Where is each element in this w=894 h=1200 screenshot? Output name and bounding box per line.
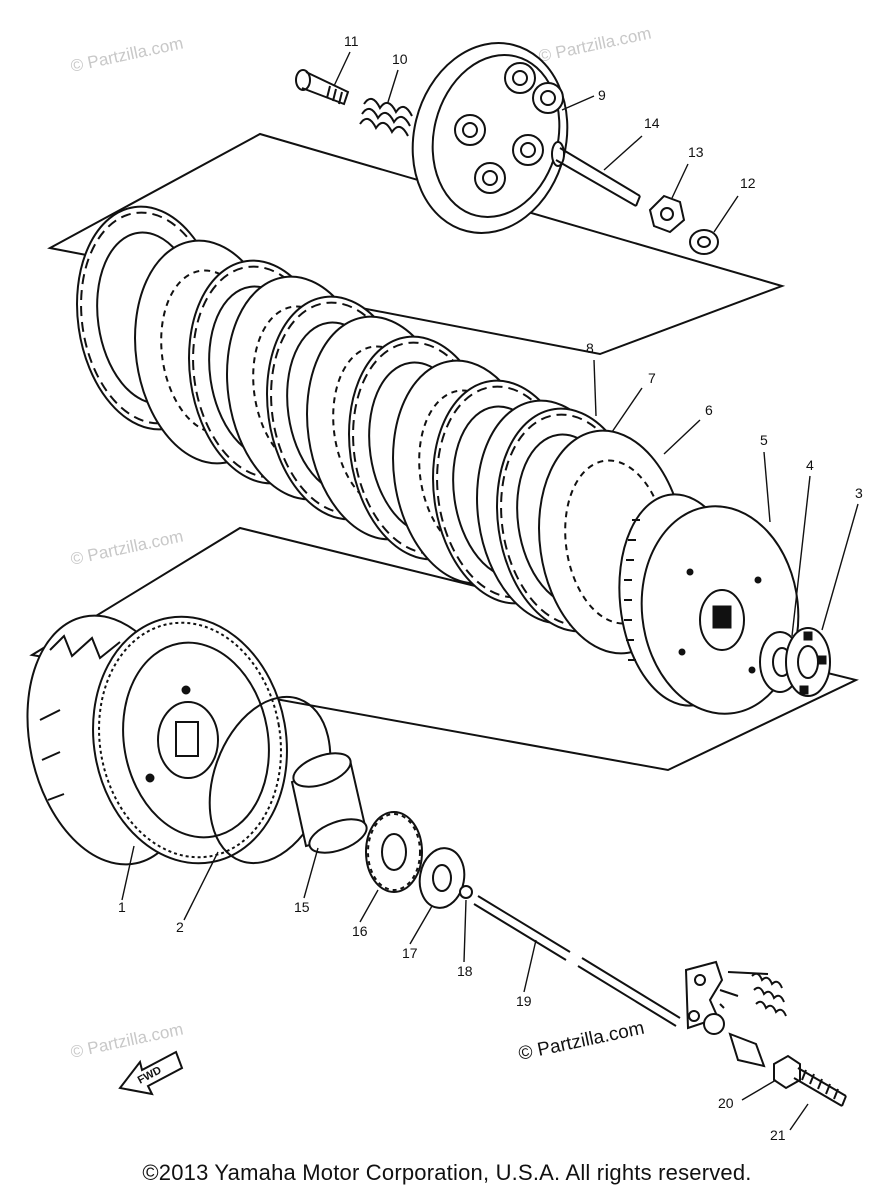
- leader-line-18: [463, 899, 467, 963]
- clutch-plate-stack: [76, 205, 686, 655]
- leader-line-14: [603, 135, 643, 171]
- callout-11: 11: [344, 33, 359, 49]
- callout-9: 9: [598, 87, 606, 103]
- assembly-outlines: [29, 132, 859, 772]
- upper-plate-outline: [47, 132, 786, 356]
- part-3-spacer: [785, 627, 831, 697]
- leader-line-4: [791, 475, 811, 637]
- part-10-spring: [359, 97, 413, 137]
- part-9-pressure-plate: [411, 42, 569, 234]
- part-14-push-rod: [551, 141, 641, 207]
- callout-2: 2: [176, 919, 184, 935]
- callout-17: 17: [402, 945, 418, 961]
- leader-line-8: [593, 359, 597, 417]
- fwd-arrow-icon: FWD: [118, 1050, 184, 1096]
- part-13-nut: [648, 194, 686, 234]
- leader-line-20: [741, 1079, 777, 1101]
- callout-20: 20: [718, 1095, 734, 1111]
- callout-7: 7: [648, 370, 656, 386]
- part-20-nut: [773, 1054, 801, 1090]
- callout-13: 13: [688, 144, 704, 160]
- leader-line-10: [387, 69, 399, 103]
- leader-line-19: [523, 939, 537, 993]
- callout-4: 4: [806, 457, 814, 473]
- callout-1: 1: [118, 899, 126, 915]
- leader-line-9: [561, 95, 595, 111]
- part-15-sleeve: [290, 752, 368, 854]
- callout-6: 6: [705, 402, 713, 418]
- leader-line-17: [409, 905, 433, 945]
- part-5-clutch-boss: [618, 493, 800, 715]
- watermark-bold: © Partzilla.com: [517, 1018, 647, 1065]
- part-19-push-rod: [473, 895, 681, 1027]
- part-18-ball: [459, 885, 473, 899]
- lower-hub-outline: [29, 526, 859, 772]
- leader-line-16: [359, 889, 379, 923]
- leader-line-7: [611, 387, 643, 433]
- leader-line-11: [333, 51, 351, 87]
- callout-8: 8: [586, 340, 594, 356]
- callout-3: 3: [855, 485, 863, 501]
- watermark-3: © Partzilla.com: [69, 527, 185, 569]
- callout-14: 14: [644, 115, 660, 131]
- callout-10: 10: [392, 51, 408, 67]
- leader-line-5: [763, 451, 771, 523]
- callout-18: 18: [457, 963, 473, 979]
- callout-19: 19: [516, 993, 532, 1009]
- leader-line-15: [303, 847, 319, 899]
- copyright-footer: ©2013 Yamaha Motor Corporation, U.S.A. A…: [142, 1160, 752, 1185]
- leader-line-21: [789, 1103, 809, 1131]
- watermark-1: © Partzilla.com: [69, 34, 185, 76]
- clutch-release-assembly: [684, 960, 787, 1068]
- leader-lines: [121, 51, 859, 1131]
- part-12-washer: [689, 229, 719, 255]
- leader-line-1: [121, 845, 135, 901]
- callout-16: 16: [352, 923, 368, 939]
- callout-5: 5: [760, 432, 768, 448]
- leader-line-3: [821, 503, 859, 631]
- callout-12: 12: [740, 175, 756, 191]
- leader-line-2: [183, 851, 219, 921]
- leader-line-13: [671, 163, 689, 199]
- callout-15: 15: [294, 899, 310, 915]
- part-21-adjust-screw: [793, 1067, 847, 1107]
- part-16-gear: [365, 811, 423, 893]
- part-17-washer: [418, 847, 466, 909]
- watermark-2: © Partzilla.com: [537, 24, 653, 66]
- leader-line-12: [713, 195, 739, 233]
- leader-line-6: [663, 419, 701, 455]
- part-11-bolt: [295, 69, 350, 106]
- callout-21: 21: [770, 1127, 786, 1143]
- part-1-clutch-housing: [26, 614, 288, 866]
